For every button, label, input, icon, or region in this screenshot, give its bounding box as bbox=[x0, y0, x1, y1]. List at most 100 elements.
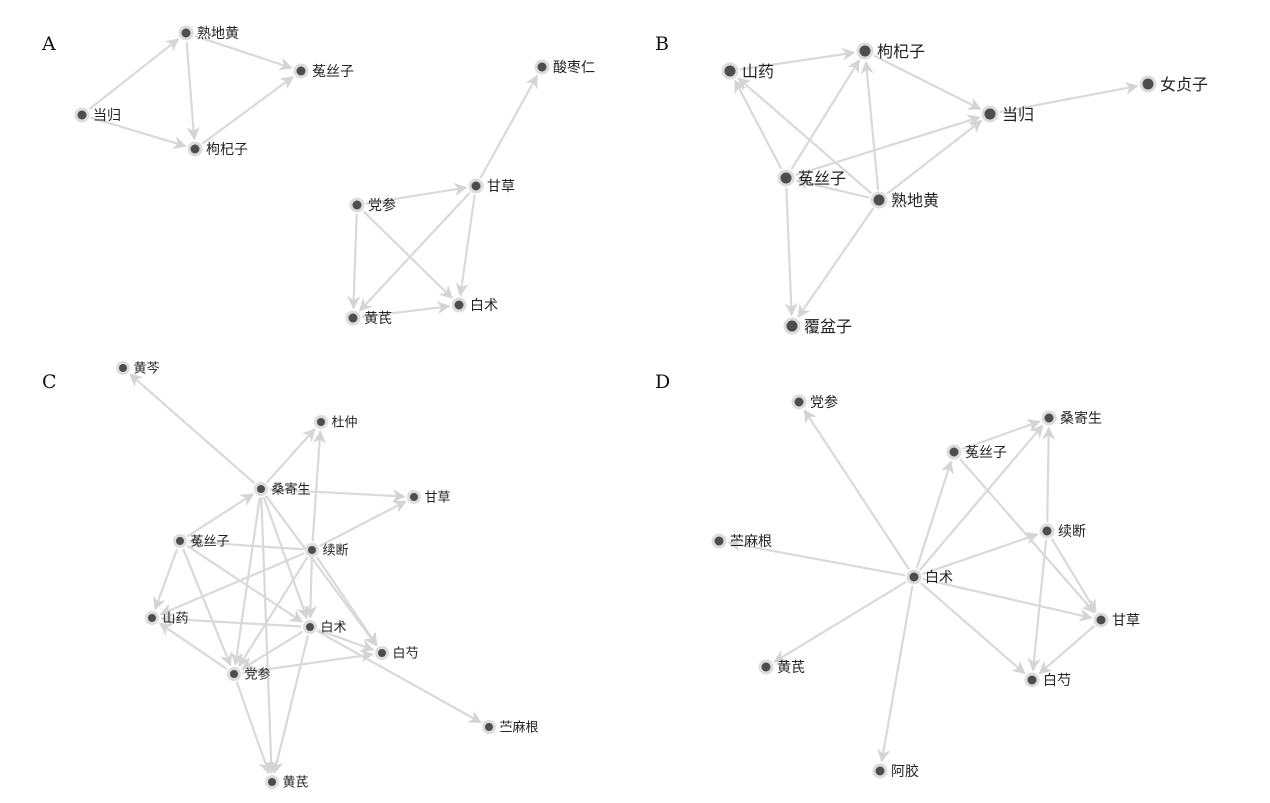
node-label: 白术 bbox=[925, 570, 953, 586]
node: 甘草 bbox=[468, 178, 515, 195]
node-dot bbox=[1139, 75, 1157, 93]
node-dot bbox=[145, 611, 159, 625]
edge bbox=[317, 628, 375, 652]
node-dot bbox=[303, 620, 317, 634]
edge bbox=[361, 301, 451, 318]
edge bbox=[773, 580, 907, 663]
node: 黄芩 bbox=[116, 361, 160, 377]
node: 熟地黄 bbox=[870, 191, 939, 210]
node-dot bbox=[349, 197, 365, 213]
edge bbox=[238, 556, 309, 668]
edge bbox=[159, 552, 305, 616]
node: 党参 bbox=[349, 197, 396, 214]
edge bbox=[727, 538, 906, 577]
node: 白术 bbox=[451, 297, 498, 314]
node-dot bbox=[305, 543, 319, 557]
edge bbox=[737, 77, 873, 195]
node-label: 枸杞子 bbox=[206, 142, 248, 158]
node-dot bbox=[265, 775, 279, 789]
node: 桑寄生 bbox=[1041, 410, 1102, 427]
node: 白芍 bbox=[1024, 672, 1071, 689]
edge bbox=[362, 210, 453, 299]
node-label: 党参 bbox=[810, 394, 838, 411]
edge bbox=[230, 497, 261, 666]
node-label: 续断 bbox=[1058, 523, 1086, 540]
node: 菟丝子 bbox=[293, 63, 354, 80]
edge bbox=[194, 34, 293, 71]
node: 菟丝子 bbox=[777, 169, 846, 188]
edge bbox=[186, 493, 255, 538]
edge bbox=[262, 496, 310, 620]
node-label: 黄芩 bbox=[134, 362, 160, 377]
node: 山药 bbox=[145, 611, 189, 627]
node: 黄芪 bbox=[265, 775, 309, 791]
edge bbox=[915, 460, 954, 569]
node-label: 当归 bbox=[93, 107, 121, 124]
node-dot bbox=[777, 169, 795, 187]
edge bbox=[922, 577, 1093, 622]
node-dot bbox=[227, 667, 241, 681]
edge bbox=[795, 114, 981, 177]
node: 山药 bbox=[721, 62, 774, 81]
node-label: 白术 bbox=[321, 620, 347, 636]
node-dot bbox=[1039, 523, 1055, 539]
node-label: 续断 bbox=[323, 544, 349, 559]
edge bbox=[962, 419, 1041, 451]
node-dot bbox=[1093, 612, 1109, 628]
node-dot bbox=[1041, 410, 1057, 426]
node-label: 山药 bbox=[163, 612, 189, 627]
edge bbox=[88, 38, 180, 111]
edge bbox=[365, 182, 468, 205]
panel-label: A bbox=[41, 33, 56, 55]
edge bbox=[784, 187, 798, 317]
node-dot bbox=[74, 107, 90, 123]
edge bbox=[265, 495, 378, 647]
node: 白术 bbox=[303, 620, 347, 636]
node: 阿胶 bbox=[872, 763, 919, 780]
node-dot bbox=[173, 534, 187, 548]
node-label: 覆盆子 bbox=[804, 317, 852, 336]
edge bbox=[265, 428, 316, 484]
node: 酸枣仁 bbox=[534, 59, 595, 76]
node-label: 菟丝子 bbox=[965, 445, 1007, 461]
node: 白芍 bbox=[375, 646, 419, 662]
node-dot bbox=[375, 646, 389, 660]
edges bbox=[88, 34, 539, 318]
node: 女贞子 bbox=[1139, 75, 1208, 94]
node: 苎麻根 bbox=[711, 533, 772, 550]
edge bbox=[158, 622, 228, 671]
node-label: 黄芪 bbox=[777, 659, 805, 676]
node-dot bbox=[1024, 672, 1040, 688]
node-label: 苎麻根 bbox=[500, 721, 539, 736]
node-dot bbox=[981, 105, 999, 123]
edge bbox=[201, 76, 294, 145]
node-label: 阿胶 bbox=[891, 763, 919, 780]
node-label: 苎麻根 bbox=[730, 534, 772, 550]
edge bbox=[1041, 426, 1056, 523]
node-dot bbox=[946, 444, 962, 460]
node: 甘草 bbox=[407, 490, 451, 506]
edge bbox=[311, 430, 327, 542]
edges bbox=[129, 373, 482, 775]
node: 桑寄生 bbox=[254, 482, 311, 498]
node-dot bbox=[451, 297, 467, 313]
node-dot bbox=[906, 569, 922, 585]
edge bbox=[260, 497, 278, 774]
edge bbox=[90, 116, 187, 150]
panel-label: C bbox=[42, 371, 57, 393]
node-label: 菟丝子 bbox=[191, 535, 230, 550]
edge bbox=[318, 500, 407, 548]
node-label: 桑寄生 bbox=[272, 482, 311, 498]
edge bbox=[270, 635, 310, 775]
node: 白术 bbox=[906, 569, 953, 586]
node: 黄芪 bbox=[345, 310, 392, 327]
edge bbox=[240, 630, 304, 670]
edge bbox=[734, 79, 783, 170]
edge bbox=[455, 194, 476, 297]
node-dot bbox=[314, 415, 328, 429]
edges bbox=[734, 47, 1139, 318]
node: 覆盆子 bbox=[783, 317, 852, 336]
node-dot bbox=[872, 763, 888, 779]
edge bbox=[242, 649, 374, 674]
